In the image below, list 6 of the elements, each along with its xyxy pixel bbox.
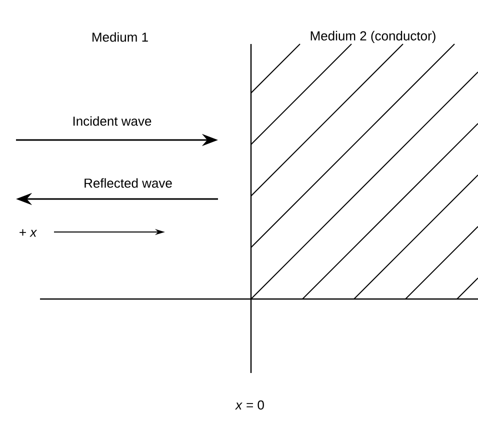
wave-label: Reflected wave [84, 178, 172, 188]
boundary-label: x = 0 [235, 400, 264, 410]
medium-label: Medium 2 (conductor) [310, 30, 436, 44]
medium-label: Medium 1 [92, 32, 148, 42]
wave-label: Incident wave [73, 116, 152, 126]
axis-label: + x [20, 229, 38, 237]
